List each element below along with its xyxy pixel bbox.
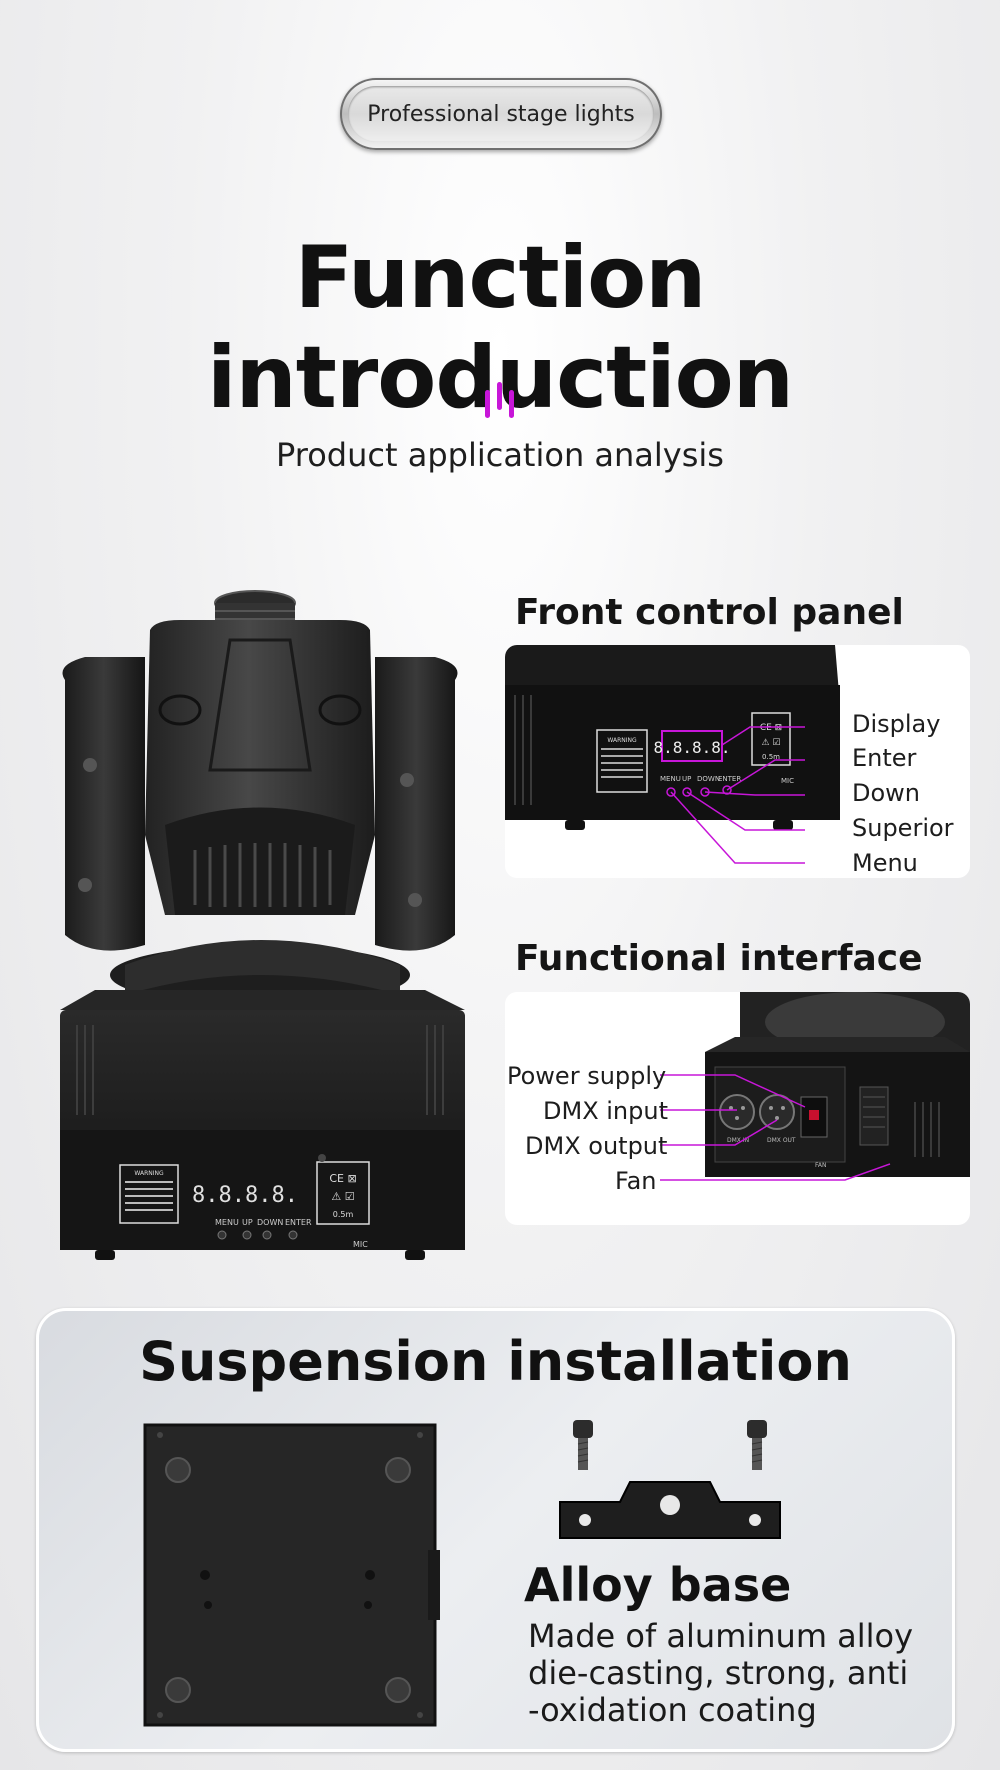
mic-label: MIC <box>353 1240 368 1249</box>
svg-text:8.8.8.8.: 8.8.8.8. <box>653 738 730 757</box>
interface-image: DMX IN DMX OUT FAN <box>660 992 970 1181</box>
page-title: Function introduction <box>207 228 794 428</box>
alloy-base-title: Alloy base <box>524 1558 792 1612</box>
svg-text:WARNING: WARNING <box>607 737 637 744</box>
front-panel-card: WARNING 8.8.8.8. MENU UP DOWN ENTER CE ⊠… <box>505 645 970 878</box>
port-label-dmx-out: DMX OUT <box>767 1137 796 1144</box>
interface-title: Functional interface <box>515 938 923 979</box>
interface-card: DMX IN DMX OUT FAN Power supply DMX inpu… <box>505 992 970 1225</box>
button-label-down: DOWN <box>257 1218 283 1227</box>
alloy-base-description: Made of aluminum alloy die-casting, stro… <box>528 1618 948 1729</box>
label-superior: Superior <box>852 814 954 842</box>
distance-label: 0.5m <box>333 1210 354 1219</box>
warning-triangle-icon: ⚠ ☑ <box>331 1190 354 1203</box>
page-subtitle: Product application analysis <box>276 436 724 474</box>
alloy-desc-line: -oxidation coating <box>528 1691 817 1729</box>
svg-text:⚠ ☑: ⚠ ☑ <box>762 738 781 748</box>
moving-head-light-image: WARNING 8.8.8.8. MENU UP DOWN ENTER CE ⊠… <box>60 590 465 1260</box>
button-label-enter: ENTER <box>285 1218 312 1227</box>
label-enter: Enter <box>852 744 917 772</box>
front-panel-image: WARNING 8.8.8.8. MENU UP DOWN ENTER CE ⊠… <box>505 645 840 864</box>
bars-icon <box>485 382 514 418</box>
label-dmx-input: DMX input <box>543 1097 668 1125</box>
port-label-fan: FAN <box>815 1162 827 1169</box>
label-display: Display <box>852 710 941 738</box>
label-down: Down <box>852 779 921 807</box>
front-panel-title: Front control panel <box>515 592 904 633</box>
label-power-supply: Power supply <box>507 1062 667 1090</box>
alloy-desc-line: die-casting, strong, anti <box>528 1654 909 1692</box>
alloy-bracket-image <box>559 1420 781 1539</box>
port-label-dmx-in: DMX IN <box>727 1137 749 1144</box>
label-dmx-output: DMX output <box>525 1132 668 1160</box>
base-plate-image <box>143 1423 440 1727</box>
svg-text:CE ⊠: CE ⊠ <box>760 723 782 733</box>
label-menu: Menu <box>852 849 918 877</box>
header-badge: Professional stage lights <box>340 78 662 150</box>
suspension-title: Suspension installation <box>139 1330 852 1393</box>
button-label-up: UP <box>242 1218 253 1227</box>
header-badge-label: Professional stage lights <box>367 101 635 127</box>
svg-text:UP: UP <box>682 775 691 783</box>
display-readout: 8.8.8.8. <box>192 1183 298 1208</box>
ce-mark-icon: CE ⊠ <box>329 1172 356 1185</box>
warning-label: WARNING <box>134 1170 164 1177</box>
alloy-desc-line: Made of aluminum alloy <box>528 1617 914 1655</box>
svg-text:MENU: MENU <box>660 775 681 783</box>
label-fan: Fan <box>615 1167 657 1195</box>
svg-text:MIC: MIC <box>781 777 794 785</box>
svg-text:DOWN: DOWN <box>697 775 720 783</box>
svg-text:0.5m: 0.5m <box>762 753 780 761</box>
svg-text:ENTER: ENTER <box>718 775 741 783</box>
button-label-menu: MENU <box>215 1218 239 1227</box>
